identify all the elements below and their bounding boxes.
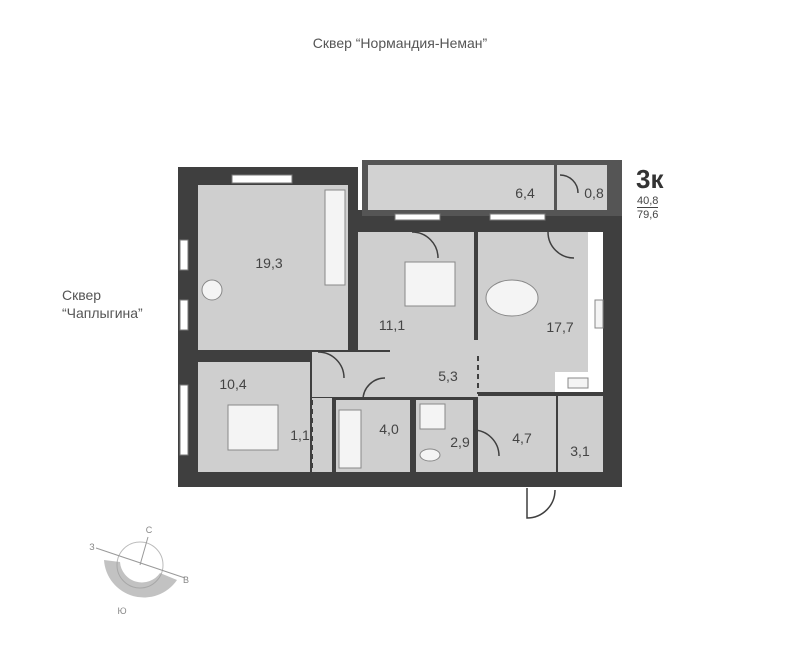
room-balcony-storage (557, 165, 607, 210)
shower (419, 403, 446, 430)
area-label: 17,7 (546, 319, 573, 335)
compass-rose: С З В Ю (89, 525, 189, 616)
room-closet (312, 398, 332, 472)
total-area: 79,6 (637, 209, 659, 221)
compass-east: В (183, 575, 189, 585)
stove (594, 299, 604, 329)
area-label: 1,1 (290, 427, 310, 443)
zone-dividers (311, 356, 603, 472)
bathtub (338, 409, 362, 469)
room-wardrobe (558, 396, 603, 472)
apartment-type: 3к (636, 164, 664, 194)
toilet (419, 448, 441, 462)
area-label: 2,9 (450, 434, 470, 450)
dining-table (485, 279, 539, 317)
street-label-left-line1: Сквер (62, 287, 102, 303)
windows (179, 174, 546, 456)
area-label: 19,3 (255, 255, 282, 271)
bed-middle (404, 261, 456, 307)
room-entrance (478, 396, 556, 472)
living-area: 40,8 (637, 195, 659, 208)
area-label: 0,8 (584, 185, 604, 201)
armchair (201, 279, 223, 301)
furniture (201, 189, 604, 469)
compass-west: З (89, 542, 94, 552)
street-label-top: Сквер “Нормандия-Неман” (312, 35, 488, 51)
area-label: 3,1 (570, 443, 590, 459)
street-label-left: Сквер “Чаплыгина” (62, 286, 143, 322)
room-bedroom-large (198, 185, 348, 350)
compass-north: С (146, 525, 153, 535)
doors (317, 174, 579, 519)
area-label: 10,4 (219, 376, 246, 392)
area-label: 6,4 (515, 185, 535, 201)
room-hall-upper (390, 340, 478, 360)
sink (567, 377, 589, 389)
compass-south: Ю (117, 606, 126, 616)
room-labels: 19,3 11,1 17,7 6,4 0,8 10,4 1,1 5,3 4,0 … (219, 185, 604, 459)
bed-small (227, 404, 279, 451)
room-balcony (368, 165, 554, 210)
area-label: 4,7 (512, 430, 532, 446)
street-label-left-line2: “Чаплыгина” (62, 305, 143, 321)
wardrobe-furniture (324, 189, 346, 286)
area-label: 4,0 (379, 421, 399, 437)
area-label: 11,1 (379, 317, 405, 333)
area-label: 5,3 (438, 368, 458, 384)
